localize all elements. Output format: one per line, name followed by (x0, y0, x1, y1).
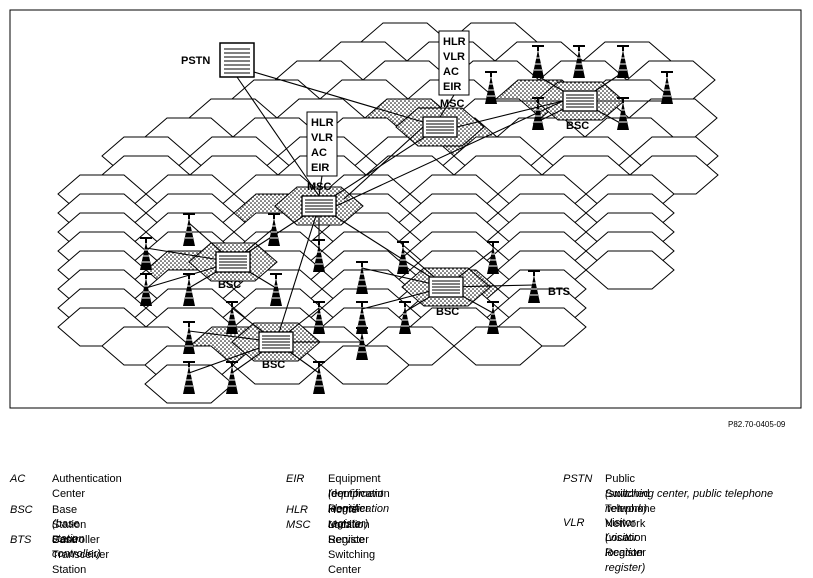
cell-hexagon (320, 345, 410, 385)
bsc-switch-icon (258, 331, 294, 353)
bsc-label: BSC (218, 279, 241, 291)
legend-term-pstn: Public Switched Telephone Network (605, 473, 656, 530)
register-hlr: HLR (311, 117, 334, 129)
bsc-label: BSC (262, 359, 285, 371)
legend-note-pstn: (switching center, public telephone netw… (605, 488, 774, 515)
legend-abbr-eir: EIR (286, 473, 305, 485)
register-vlr: VLR (311, 132, 333, 144)
legend-term-hlr: Home Location Register (328, 504, 370, 546)
register-ac: AC (311, 147, 327, 159)
legend-abbr-hlr: HLR (286, 504, 309, 516)
legend-term-bsc: Base Station Controller (52, 504, 100, 546)
legend-abbr-bts: BTS (10, 534, 32, 546)
connection-line (318, 175, 323, 197)
msc-label: MSC (307, 181, 332, 193)
figure-reference: P82.70-0405-09 (728, 420, 786, 429)
legend-term-eir: Equipment Identification Register (328, 473, 390, 515)
legend-abbr-vlr: VLR (563, 517, 585, 529)
connection-line (236, 76, 320, 197)
legend-term-ac: Authentication Center (52, 473, 122, 500)
msc-switch-icon (422, 116, 458, 138)
connection-line (318, 205, 447, 288)
bsc-switch-icon (215, 251, 251, 273)
legend-abbr-bsc: BSC (10, 504, 33, 516)
legend-term-msc: Mobile Service Switching Center (328, 519, 376, 576)
cell-hexagon (585, 250, 675, 290)
register-eir: EIR (311, 162, 329, 174)
legend-abbr-msc: MSC (286, 519, 311, 531)
connection-line (335, 100, 564, 207)
legend-term-bts: Base Transceiver Station (52, 534, 110, 576)
register-box (438, 30, 470, 96)
bsc-switch-icon (428, 276, 464, 298)
bsc-label: BSC (436, 306, 459, 318)
register-ac: AC (443, 66, 459, 78)
msc-label: MSC (440, 98, 465, 110)
legend-abbr-ac: AC (10, 473, 26, 485)
connection-line (253, 71, 424, 123)
bsc-label: BSC (566, 120, 589, 132)
connection-line (439, 94, 455, 118)
cell-hexagon (453, 326, 543, 366)
register-box (306, 111, 338, 177)
bsc-switch-icon (562, 90, 598, 112)
msc-switch-icon (301, 195, 337, 217)
register-vlr: VLR (443, 51, 465, 63)
connection-line (456, 100, 564, 128)
legend-note-eir: (equipment identification register) (328, 488, 390, 530)
legend-abbr-pstn: PSTN (563, 473, 593, 485)
register-hlr: HLR (443, 36, 466, 48)
register-eir: EIR (443, 81, 461, 93)
pstn-label: PSTN (181, 55, 210, 67)
bts-label: BTS (548, 286, 570, 298)
connection-line (275, 205, 320, 343)
pstn-exchange-icon (219, 42, 255, 78)
gsm-network-diagram: PSTN HLR VLR AC EIR MSC HLR VLR AC EIR M… (9, 9, 802, 409)
connection-line (343, 126, 424, 200)
